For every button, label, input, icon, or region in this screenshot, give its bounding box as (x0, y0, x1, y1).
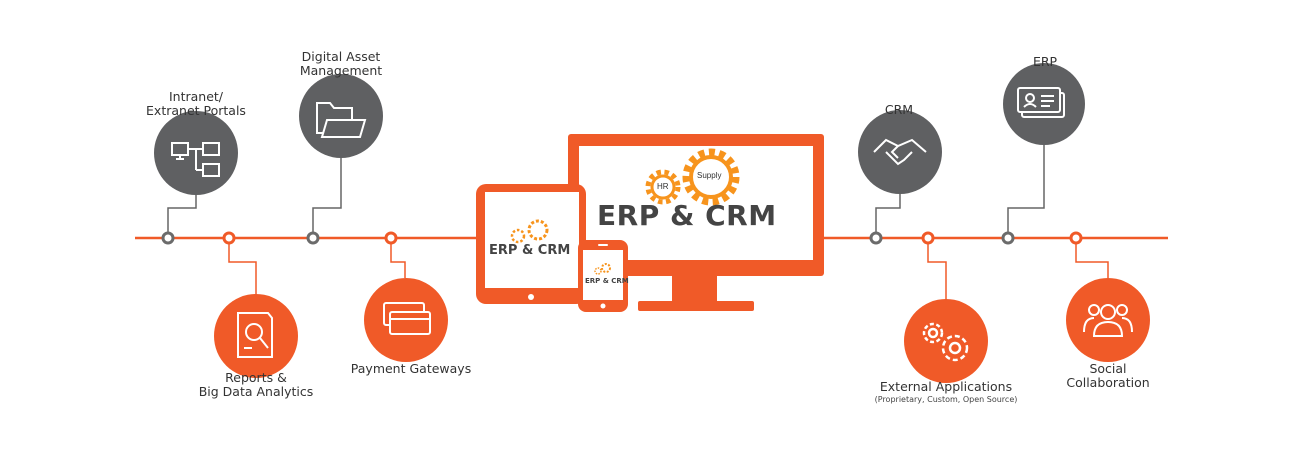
label-dam: Digital Asset Management (299, 49, 383, 78)
supply-gear-icon (682, 148, 740, 206)
phone-device (578, 240, 628, 312)
network-icon (171, 142, 220, 177)
monitor-title: ERP & CRM (597, 199, 777, 232)
label-intranet: Intranet/ Extranet Portals (146, 89, 246, 118)
node-social[interactable] (1066, 231, 1150, 362)
node-erp[interactable] (1001, 63, 1085, 245)
tablet-title: ERP & CRM (489, 243, 571, 258)
node-payment[interactable] (364, 231, 448, 362)
credit-cards-icon (383, 302, 431, 335)
node-intranet[interactable] (154, 111, 238, 245)
handshake-icon (873, 138, 927, 166)
gear-hr-label: HR (657, 182, 669, 191)
node-external[interactable] (904, 231, 988, 383)
node-dam[interactable] (299, 74, 383, 245)
people-group-icon (1083, 304, 1133, 337)
gear-supply-label: Supply (697, 171, 722, 180)
label-crm: CRM (884, 102, 914, 117)
analytics-report-icon (237, 312, 273, 358)
phone-title: ERP & CRM (585, 277, 629, 285)
node-crm[interactable] (858, 110, 942, 245)
gears-icon (922, 322, 969, 362)
hr-gear-icon (645, 169, 681, 205)
desktop-monitor (568, 134, 824, 311)
label-social: Social Collaboration (1066, 361, 1150, 390)
sublabel-external: (Proprietary, Custom, Open Source) (874, 395, 1018, 404)
node-reports[interactable] (214, 231, 298, 378)
folders-icon (316, 102, 367, 138)
label-external: External Applications (879, 379, 1013, 394)
label-reports: Reports & Big Data Analytics (198, 370, 314, 399)
label-erp: ERP (1032, 54, 1058, 69)
label-payment: Payment Gateways (350, 361, 472, 376)
tablet-device (476, 184, 586, 304)
id-card-icon (1017, 87, 1065, 118)
